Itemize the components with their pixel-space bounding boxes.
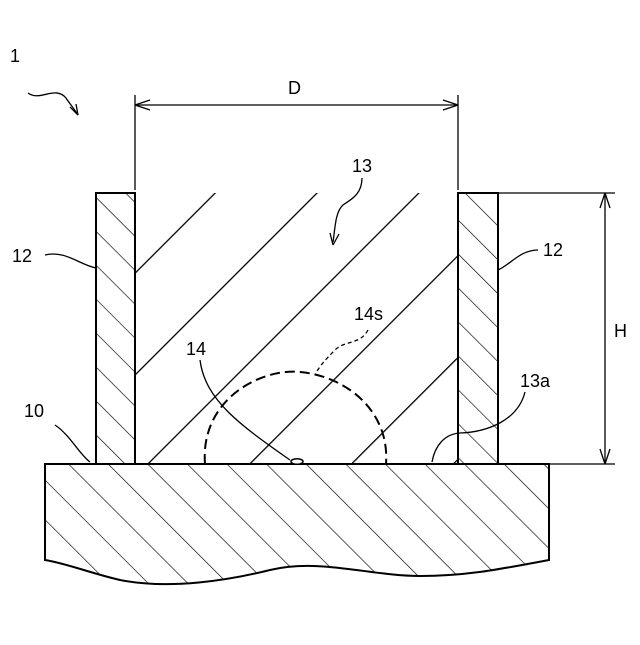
wall-right <box>458 193 498 464</box>
particle <box>291 459 303 465</box>
dimension-d <box>135 95 458 190</box>
label-particle-region: 14s <box>354 304 383 324</box>
label-device: 1 <box>10 46 20 66</box>
leader-wall-left <box>45 254 96 268</box>
label-particle: 14 <box>186 339 206 359</box>
leader-device <box>28 93 78 115</box>
label-filler-bottom: 13a <box>520 371 551 391</box>
leader-substrate <box>55 425 90 462</box>
filler <box>135 193 458 464</box>
wall-left <box>96 193 135 464</box>
label-height: H <box>614 321 627 341</box>
dimension-h <box>498 193 615 464</box>
leader-wall-right <box>498 250 538 270</box>
label-filler: 13 <box>352 156 372 176</box>
substrate <box>40 460 555 590</box>
label-wall-right: 12 <box>543 240 563 260</box>
label-width: D <box>288 78 301 98</box>
label-substrate: 10 <box>24 401 44 421</box>
label-wall-left: 12 <box>12 246 32 266</box>
